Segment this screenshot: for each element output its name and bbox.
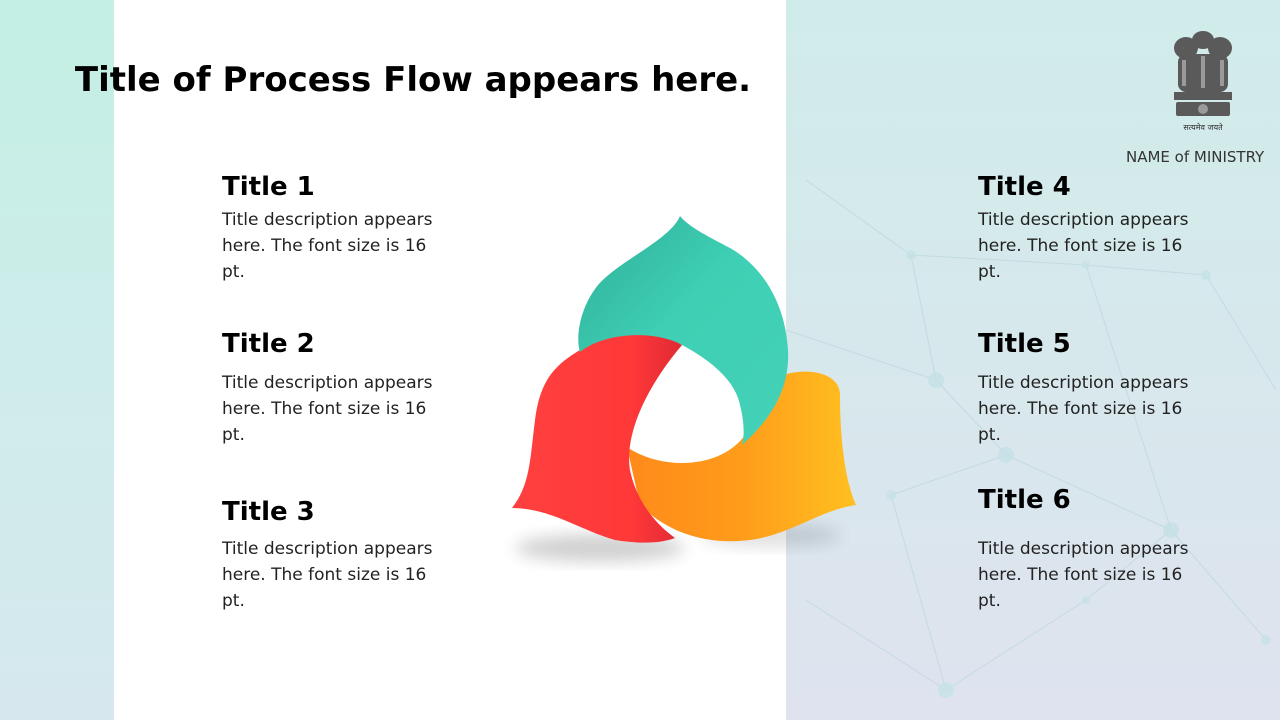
content-panel bbox=[114, 0, 786, 720]
left-background-strip bbox=[0, 0, 114, 720]
item-description: Title description appears here. The font… bbox=[978, 373, 1189, 446]
item-title-3: Title 3 Title description appears here. … bbox=[222, 497, 462, 614]
item-heading: Title 3 bbox=[222, 497, 315, 527]
red-petal bbox=[512, 334, 682, 543]
network-pattern bbox=[786, 179, 1277, 698]
item-title-4: Title 4 Title description appears here. … bbox=[978, 172, 1218, 285]
item-heading: Title 5 bbox=[978, 329, 1071, 359]
svg-text:सत्यमेव जयते: सत्यमेव जयते bbox=[1183, 122, 1223, 132]
item-description: Title description appears here. The font… bbox=[222, 539, 433, 612]
ministry-name: NAME of MINISTRY bbox=[1126, 148, 1265, 166]
item-description: Title description appears here. The font… bbox=[978, 539, 1189, 612]
item-description: Title description appears here. The font… bbox=[222, 210, 433, 283]
item-heading: Title 2 bbox=[222, 329, 315, 359]
item-title-5: Title 5 Title description appears here. … bbox=[978, 329, 1218, 448]
item-title-2: Title 2 Title description appears here. … bbox=[222, 329, 462, 448]
item-description: Title description appears here. The font… bbox=[978, 210, 1189, 283]
right-background-panel bbox=[786, 0, 1280, 720]
process-flow-diagram bbox=[512, 216, 856, 562]
item-heading: Title 4 bbox=[978, 172, 1071, 202]
item-title-1: Title 1 Title description appears here. … bbox=[222, 172, 462, 285]
item-title-6: Title 6 Title description appears here. … bbox=[978, 485, 1218, 614]
item-description: Title description appears here. The font… bbox=[222, 373, 433, 446]
national-emblem-icon: सत्यमेव जयते bbox=[1174, 31, 1232, 132]
teal-petal bbox=[578, 216, 789, 445]
slide-title: Title of Process Flow appears here. bbox=[74, 60, 752, 100]
item-heading: Title 1 bbox=[222, 172, 315, 202]
item-heading: Title 6 bbox=[978, 485, 1071, 515]
orange-petal bbox=[627, 371, 856, 542]
